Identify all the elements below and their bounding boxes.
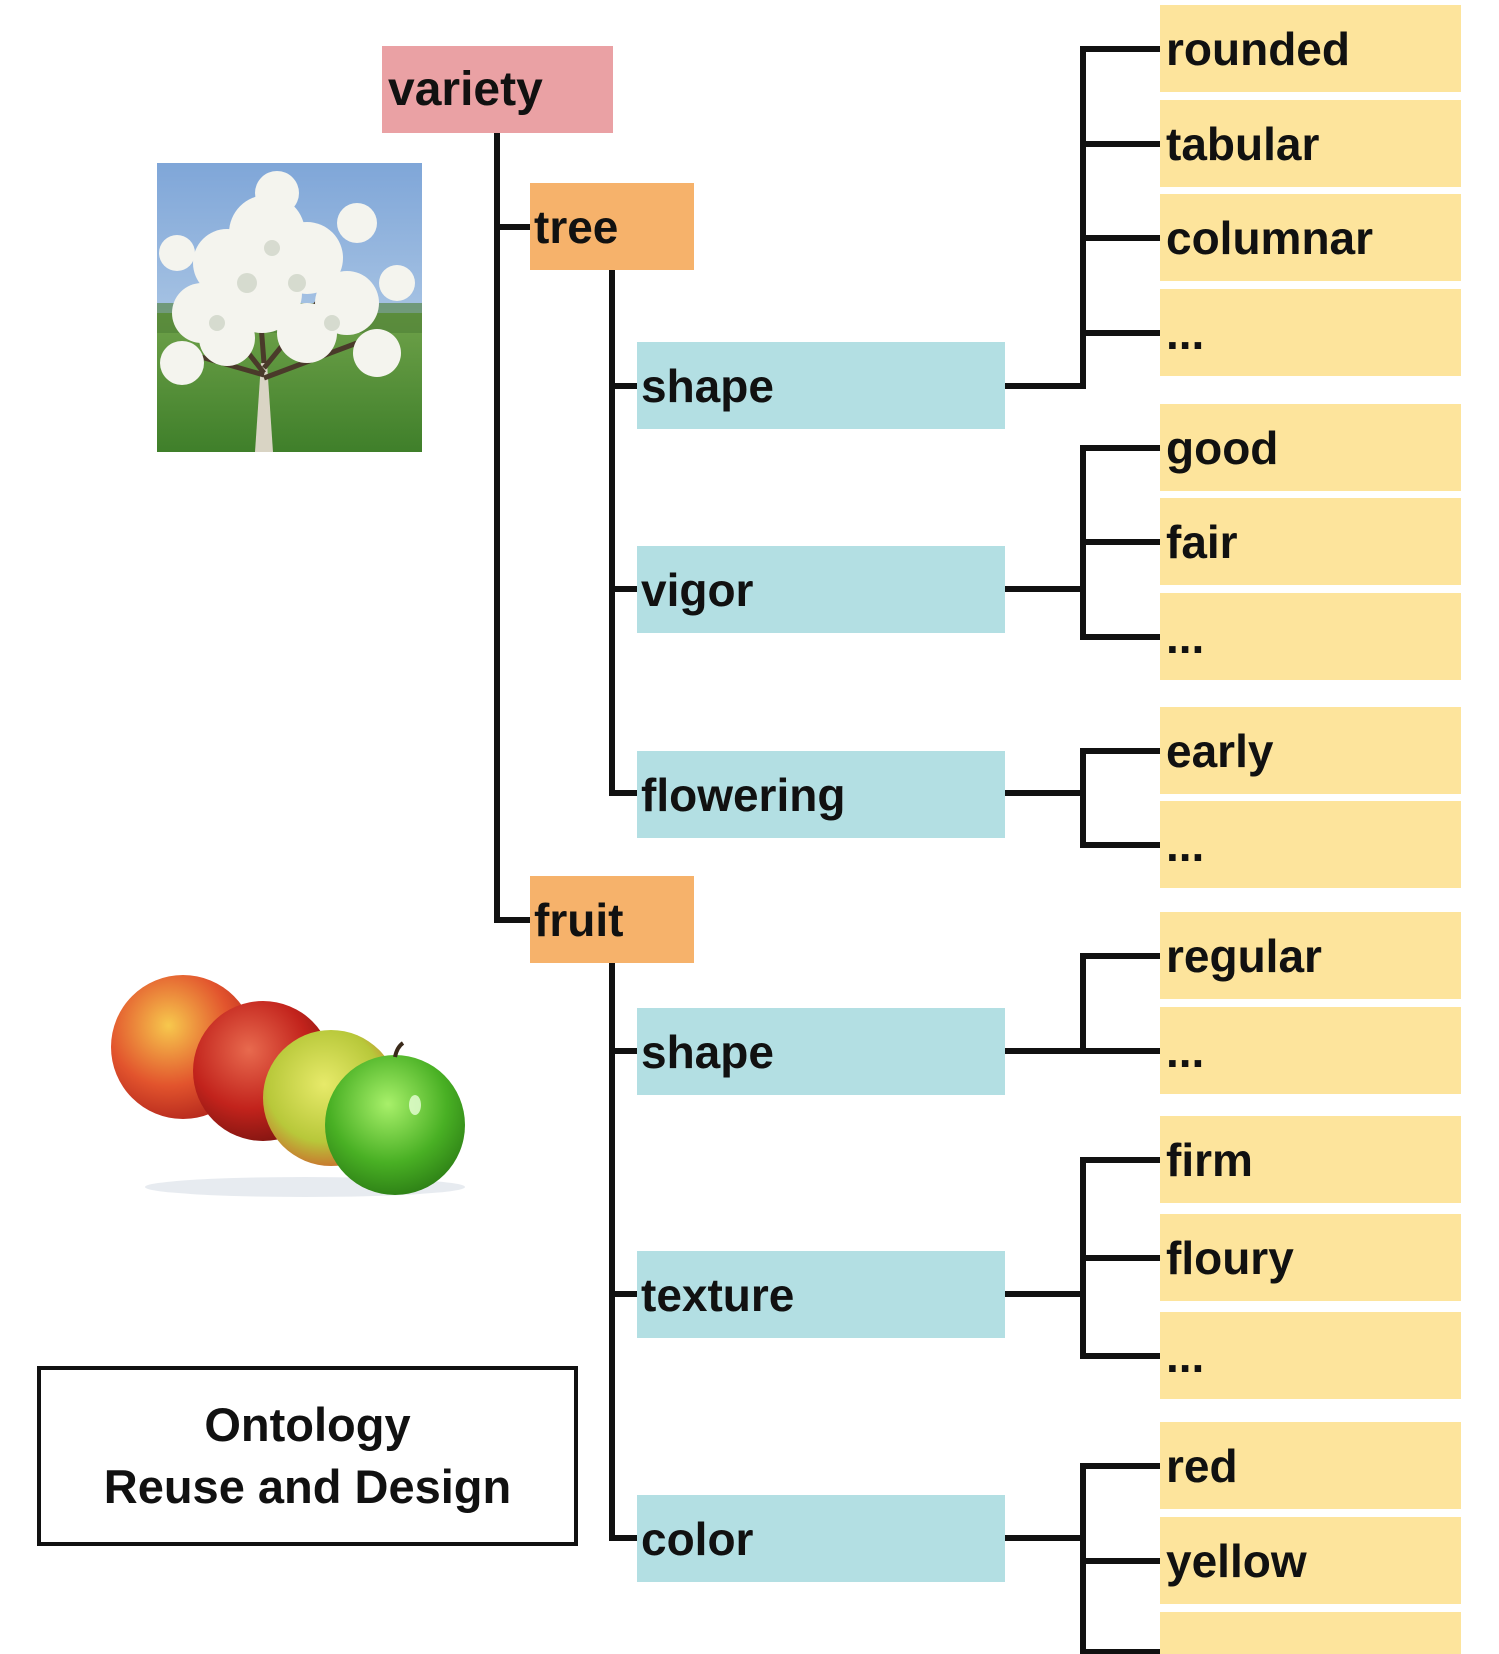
value-vigor-fair: fair	[1160, 498, 1461, 585]
node-tree-shape: shape	[637, 342, 1005, 429]
connector-tree-shape-values	[1002, 46, 1163, 389]
value-tree-shape-columnar: columnar	[1160, 194, 1461, 281]
value-vigor-good: good	[1160, 404, 1461, 491]
value-color-more: ...	[1160, 1612, 1461, 1654]
connector-color-values	[1002, 1463, 1163, 1654]
value-vigor-more: ...	[1160, 593, 1461, 680]
connector-texture-values	[1002, 1157, 1163, 1359]
connector-flowering-values	[1002, 748, 1163, 848]
value-fruit-shape-regular: regular	[1160, 912, 1461, 999]
value-flowering-more: ...	[1160, 801, 1461, 888]
flowering-tree-photo	[157, 163, 422, 452]
node-tree-flowering: flowering	[637, 751, 1005, 838]
value-fruit-shape-more: ...	[1160, 1007, 1461, 1094]
value-tree-shape-more: ...	[1160, 289, 1461, 376]
value-color-red: red	[1160, 1422, 1461, 1509]
apples-photo	[111, 975, 465, 1197]
value-flowering-early: early	[1160, 707, 1461, 794]
value-tree-shape-rounded: rounded	[1160, 5, 1461, 92]
title-line-1: Ontology	[204, 1398, 411, 1451]
node-fruit-shape: shape	[637, 1008, 1005, 1095]
node-tree-vigor: vigor	[637, 546, 1005, 633]
node-fruit: fruit	[530, 876, 694, 963]
node-fruit-color: color	[637, 1495, 1005, 1582]
value-color-yellow: yellow	[1160, 1517, 1461, 1604]
node-variety: variety	[382, 46, 613, 133]
value-tree-shape-tabular: tabular	[1160, 100, 1461, 187]
value-texture-firm: firm	[1160, 1116, 1461, 1203]
title-line-2: Reuse and Design	[103, 1460, 512, 1513]
connector-fruit-shape-values	[1002, 953, 1163, 1054]
value-texture-floury: floury	[1160, 1214, 1461, 1301]
value-texture-more: ...	[1160, 1312, 1461, 1399]
node-tree: tree	[530, 183, 694, 270]
node-fruit-texture: texture	[637, 1251, 1005, 1338]
title-box: Ontology Reuse and Design	[37, 1366, 578, 1546]
connector-vigor-values	[1002, 445, 1163, 640]
